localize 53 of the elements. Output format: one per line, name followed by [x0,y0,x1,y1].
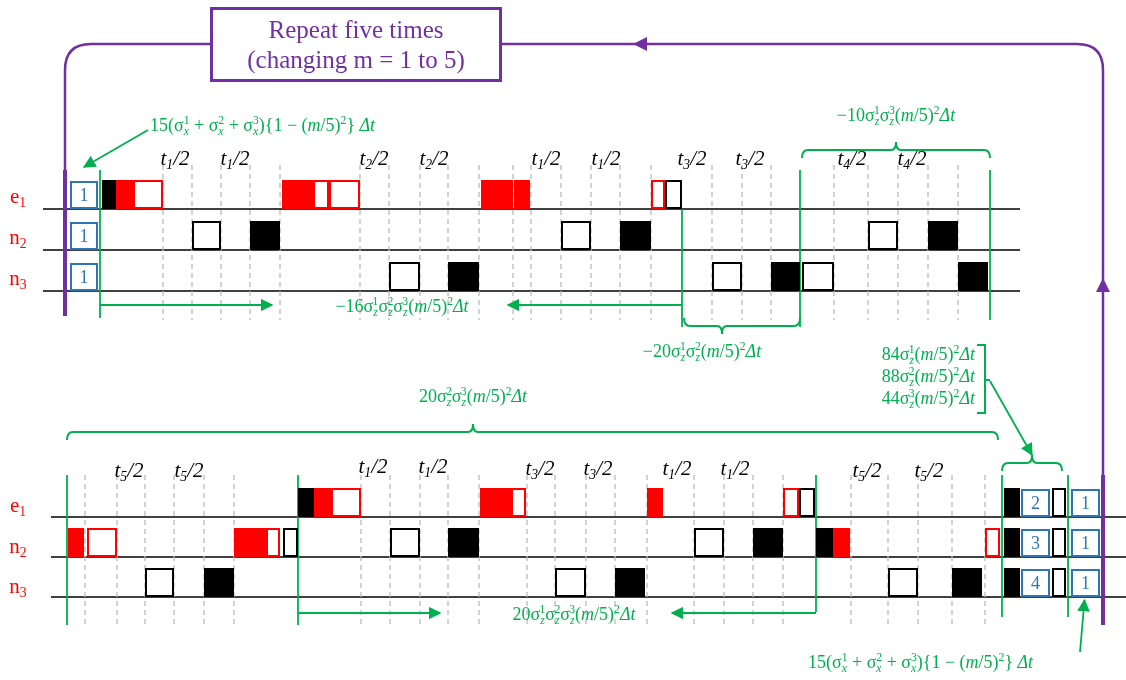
formula-text: 15(σ$_{x}$$^{1}$ + σ$_{x}$$^{2}$ + σ$_{x}$$^{3}$){1 − (m/5)$^{2}$} Δt [808,651,1034,673]
loop-label-box: Repeat five times (changing m = 1 to 5) [210,7,502,82]
time-label: t$_{3}$/2 [735,146,765,170]
channel-label: n$_{2}$ [9,225,27,249]
numbered-pulse-box: 1 [1071,489,1100,517]
loop-arrow [502,37,1110,475]
time-label: t$_{1}$/2 [720,456,750,480]
time-label: t$_{3}$/2 [583,456,613,480]
time-label: t$_{3}$/2 [525,456,555,480]
channel-label: e$_{1}$ [9,493,27,517]
numbered-pulse-box: 1 [70,222,98,250]
time-label: t$_{1}$/2 [591,146,621,170]
time-label: t$_{2}$/2 [419,146,449,170]
formula-text: 15(σ$_{x}$$^{1}$ + σ$_{x}$$^{2}$ + σ$_{x}$$^{3}$){1 − (m/5)$^{2}$} Δt [150,114,376,136]
time-label: t$_{5}$/2 [914,458,944,482]
time-label: t$_{1}$/2 [418,454,448,478]
numbered-pulse-box: 2 [1021,489,1050,517]
formula-text: 20σ$_{z}$$^{1}$σ$_{z}$$^{2}$σ$_{z}$$^{3}$(m/5)$^{2}$Δt [512,603,636,625]
formula-text: 44σ$_{z}$$^{3}$(m/5)$^{2}$Δt [880,387,975,409]
numbered-pulse-box: 3 [1021,529,1050,557]
formula-text: 88σ$_{z}$$^{2}$(m/5)$^{2}$Δt [880,365,975,387]
time-label: t$_{1}$/2 [662,456,692,480]
numbered-pulse-box: 1 [70,263,98,291]
time-label: t$_{4}$/2 [897,146,927,170]
channel-label: n$_{3}$ [9,266,27,290]
channel-label: n$_{3}$ [9,574,27,598]
numbered-pulse-box: 1 [1071,569,1100,597]
time-label: t$_{1}$/2 [160,146,190,170]
formula-text: −20σ$_{z}$$^{1}$σ$_{z}$$^{2}$(m/5)$^{2}$Δt [642,340,762,362]
time-label: t$_{2}$/2 [359,146,389,170]
curly-brace [1001,454,1063,472]
time-label: t$_{1}$/2 [531,146,561,170]
channel-label: e$_{1}$ [9,184,27,208]
formula-text: 20σ$_{z}$$^{2}$σ$_{z}$$^{3}$(m/5)$^{2}$Δt [418,385,528,407]
time-label: t$_{3}$/2 [677,146,707,170]
leader-arrow [989,380,1033,457]
formula-text: 84σ$_{z}$$^{1}$(m/5)$^{2}$Δt [880,343,975,365]
leader-arrow [82,129,149,168]
time-label: t$_{5}$/2 [174,458,204,482]
time-label: t$_{5}$/2 [114,458,144,482]
loop-bar [63,170,67,316]
channel-label: n$_{2}$ [9,534,27,558]
time-label: t$_{4}$/2 [837,146,867,170]
numbered-pulse-box: 1 [70,181,98,209]
formula-text: −16σ$_{z}$$^{1}$σ$_{z}$$^{2}$σ$_{z}$$^{3}$(m/5)$^{2}$Δt [335,295,469,317]
leader-arrow [1077,598,1090,653]
numbered-pulse-box: 4 [1021,569,1050,597]
time-label: t$_{1}$/2 [358,454,388,478]
numbered-pulse-box: 1 [1071,529,1100,557]
formula-text: −10σ$_{z}$$^{1}$σ$_{z}$$^{3}$(m/5)$^{2}$Δt [836,104,956,126]
time-label: t$_{5}$/2 [852,458,882,482]
loop-bar [1101,475,1105,625]
time-label: t$_{1}$/2 [220,146,250,170]
